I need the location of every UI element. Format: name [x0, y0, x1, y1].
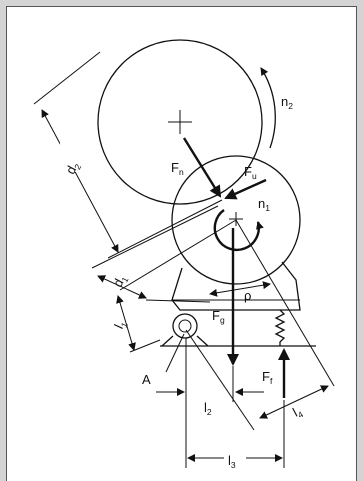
fn-label: Fn: [171, 160, 184, 177]
fg-label: Fg: [212, 308, 225, 325]
small-wheel-center-mark: [229, 212, 243, 226]
swing-arm-housing: [171, 261, 301, 311]
l1-dimension: [116, 219, 237, 353]
d1-dimension: [91, 205, 219, 303]
fn-force-arrow: [182, 137, 222, 198]
l4-dimension: [259, 385, 329, 419]
l4-label: l4: [290, 403, 305, 422]
n2-rotation-arrow: [260, 67, 276, 149]
pivot-a-label: A: [142, 372, 151, 387]
l3-label: l3: [228, 453, 236, 470]
rho-dimension: [209, 281, 271, 297]
rho-label: ρ: [244, 288, 251, 303]
n1-rotation-arrow: [213, 209, 264, 252]
d2-dimension: [33, 51, 223, 259]
fu-force-arrow: [224, 178, 267, 200]
d1-label: d1: [110, 272, 131, 291]
pivot-a: [161, 313, 209, 347]
l1-label: l1: [111, 318, 130, 332]
n1-label: n1: [258, 196, 270, 213]
spring: [274, 309, 286, 346]
large-wheel-center-mark: [168, 110, 192, 134]
fu-label: Fu: [244, 164, 257, 181]
l2-label: l2: [204, 400, 212, 417]
ff-label: Ff: [262, 369, 273, 386]
n2-label: n2: [281, 94, 293, 111]
